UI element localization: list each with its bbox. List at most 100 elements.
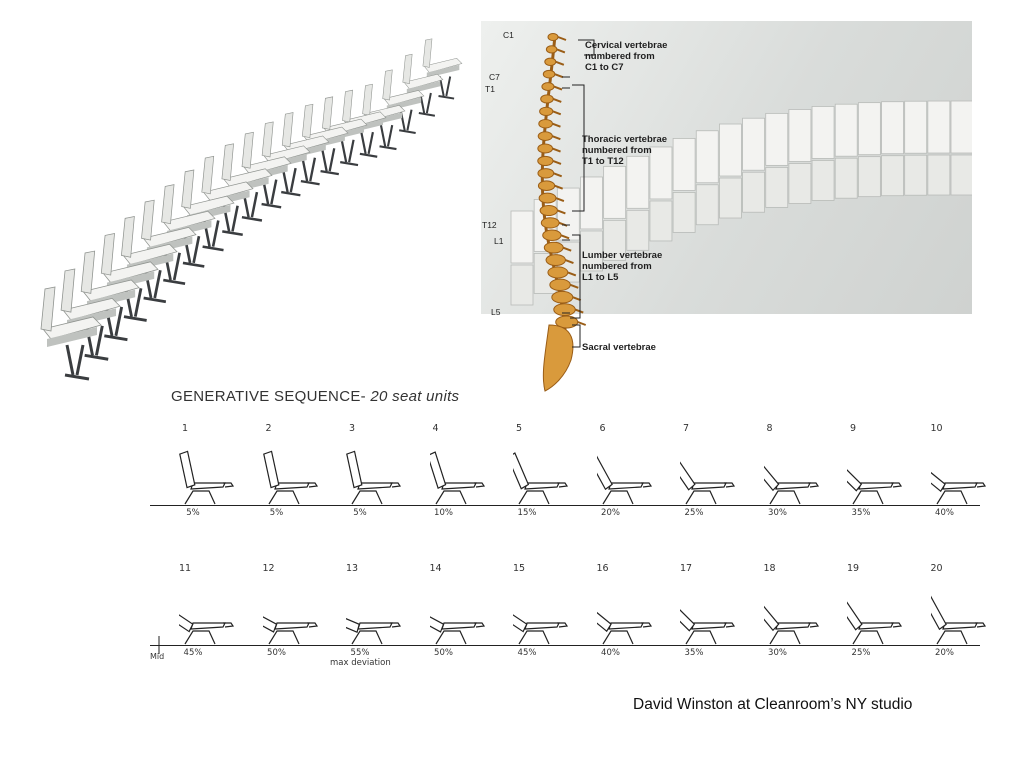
seat-number: 8 [766, 423, 773, 434]
seat-number: 18 [763, 563, 776, 574]
spine-illustration [537, 33, 587, 392]
sequence-heading-prefix: GENERATIVE SEQUENCE- [171, 388, 366, 405]
vertebra [545, 45, 558, 54]
vertebra [537, 168, 555, 179]
recline-percent: 25% [684, 508, 704, 518]
vertebra [537, 180, 556, 191]
recline-percent: 5% [353, 508, 367, 518]
spine-leader-lines [562, 39, 595, 348]
seat-cushion [524, 622, 560, 630]
seat-leg-rest [473, 622, 485, 628]
sequence-heading-suffix: 20 seat units [370, 388, 460, 405]
seat-leg-rest [557, 622, 569, 628]
seat-backrest [930, 461, 946, 493]
seat-leg-rest [640, 482, 652, 488]
recline-percent: 45% [183, 648, 203, 658]
recline-percent: 25% [851, 648, 871, 658]
sacrum [542, 324, 574, 392]
seat-unit [950, 100, 972, 196]
mid-marker [158, 636, 160, 654]
seat-profile [179, 450, 235, 505]
seat-profile [930, 461, 986, 505]
seat-leg-rest [390, 622, 402, 628]
seat-number: 16 [596, 563, 609, 574]
seat-unit [695, 130, 719, 226]
seat-leg-rest [724, 482, 736, 488]
seat-leg [434, 490, 467, 505]
seat-number: 4 [432, 423, 439, 434]
seat-leg-rest [891, 622, 903, 628]
seat-unit [834, 103, 858, 199]
seat-backrest [513, 452, 530, 490]
vertebra [539, 204, 558, 216]
label-t1: T1 [485, 84, 495, 94]
vertebra [542, 69, 556, 79]
recline-percent: 30% [768, 648, 787, 658]
seat-leg-rest [223, 622, 235, 628]
thoracic-label: Thoracic vertebrae numbered from T1 to T… [582, 134, 668, 167]
seat-profile [262, 607, 318, 645]
seat-leg [852, 630, 884, 645]
seat-number: 5 [515, 423, 523, 434]
vertebra [543, 241, 564, 254]
seat-unit [765, 112, 789, 208]
seat-profile [847, 459, 903, 505]
seat-cushion [440, 482, 477, 490]
seat-unit [742, 117, 765, 213]
seat-unit [904, 100, 928, 196]
seat-cushion [440, 622, 477, 630]
seat-number: 14 [429, 563, 442, 574]
vertebra [540, 217, 560, 229]
baseline-row-1 [150, 505, 980, 506]
seat-leg [434, 630, 467, 645]
seat-cushion [524, 482, 560, 490]
seat-leg [351, 490, 383, 505]
seat-backrest [930, 593, 947, 631]
recline-percent: 35% [684, 648, 704, 658]
seat-leg [518, 630, 550, 645]
seat-leg [768, 630, 801, 645]
seat-leg [184, 490, 216, 505]
seat-leg-rest [807, 622, 819, 628]
seat-profile [596, 453, 652, 505]
seat-cushion [941, 482, 978, 490]
seat-profile [513, 452, 569, 505]
seat-backrest [262, 607, 277, 633]
seat-profile [680, 455, 736, 505]
seat-number: 3 [348, 423, 356, 434]
label-l5: L5 [491, 307, 501, 317]
recline-percent: 50% [434, 648, 453, 658]
seat-leg-rest [306, 482, 318, 488]
seat-number: 1 [181, 423, 189, 434]
seat-unit [672, 138, 696, 233]
seat-backrest [596, 453, 613, 491]
seat-number: 20 [930, 563, 943, 574]
seat-backrest [763, 596, 779, 632]
seat-unit [788, 109, 812, 204]
seat-cushion [357, 622, 393, 630]
recline-percent: 30% [768, 508, 787, 518]
seat-leg [601, 630, 634, 645]
seat-cushion [357, 482, 393, 490]
seat-cushion [858, 482, 894, 490]
seat-backrest [596, 601, 612, 633]
seat-profile [346, 610, 402, 645]
seat-leg-rest [306, 622, 318, 628]
vertebra [540, 94, 554, 104]
seat-leg-rest [891, 482, 903, 488]
seat-leg [685, 630, 717, 645]
seat-leg [935, 490, 968, 505]
seat-cushion [691, 622, 727, 630]
seat-profile [429, 607, 485, 645]
seat-leg [852, 490, 884, 505]
seat-cushion [607, 482, 644, 490]
cervical-label: Cervical vertebrae numbered from C1 to C… [585, 40, 668, 73]
seat-leg-rest [473, 482, 485, 488]
seat-leg [351, 630, 383, 645]
seat-cushion [190, 622, 226, 630]
seat-backrest [763, 456, 779, 492]
recline-percent: 15% [517, 508, 537, 518]
label-t12: T12 [482, 220, 497, 230]
vertebra [551, 290, 574, 304]
seat-profile [596, 601, 652, 645]
